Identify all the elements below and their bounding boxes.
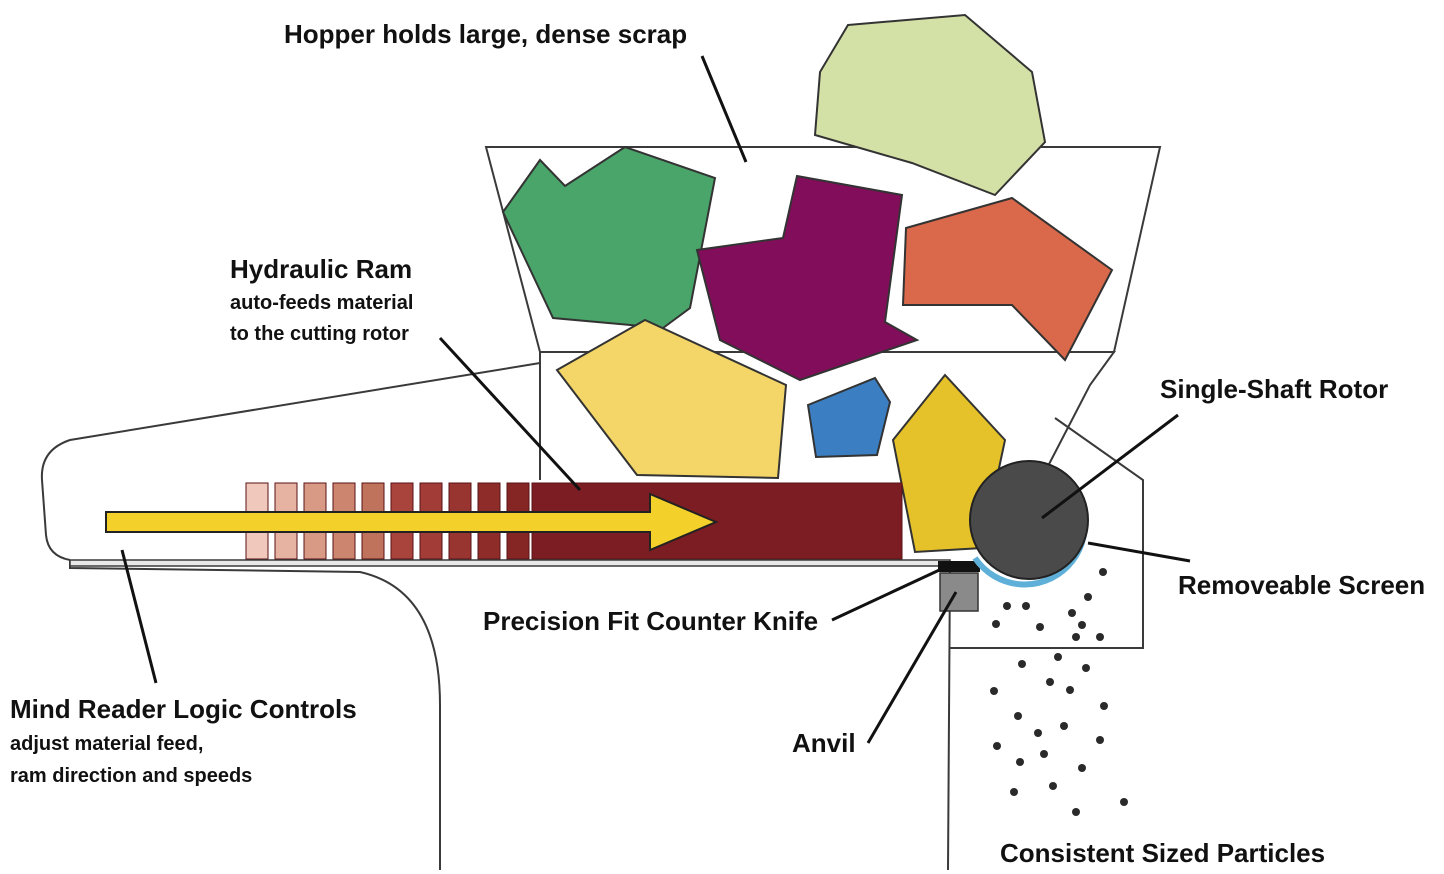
label-ram-line1: auto-feeds material [230, 292, 413, 314]
particle [1100, 702, 1108, 710]
particle [1072, 633, 1080, 641]
leader-line-ram [438, 336, 582, 492]
particle [1054, 653, 1062, 661]
particle [1046, 678, 1054, 686]
leader-line-rotor [1041, 413, 1179, 520]
particle [1040, 750, 1048, 758]
particle [1096, 633, 1104, 641]
label-counter-knife: Precision Fit Counter Knife [483, 606, 818, 636]
particle [1022, 602, 1030, 610]
particle [1066, 686, 1074, 694]
leader-lines [120, 55, 1191, 744]
anvil [939, 572, 979, 612]
label-screen: Removeable Screen [1178, 570, 1425, 600]
scrap-piece-blue [806, 376, 892, 459]
discharge-chamber-outline [950, 417, 1144, 649]
counter-knife [938, 561, 980, 572]
label-particles: Consistent Sized Particles [1000, 838, 1325, 868]
particle [1078, 621, 1086, 629]
leader-line-anvil [866, 591, 958, 744]
label-hopper: Hopper holds large, dense scrap [284, 19, 687, 49]
bed-plate [69, 559, 951, 567]
particles [990, 568, 1128, 816]
feed-direction-arrow-icon [105, 492, 719, 552]
particle [1084, 593, 1092, 601]
particle [993, 742, 1001, 750]
single-shaft-rotor [969, 460, 1089, 580]
label-controls-line1: adjust material feed, [10, 733, 203, 755]
particle [1014, 712, 1022, 720]
label-controls-title: Mind Reader Logic Controls [10, 694, 357, 724]
particle [1018, 660, 1026, 668]
particle [1016, 758, 1024, 766]
leader-line-controls [120, 549, 158, 684]
particle [1010, 788, 1018, 796]
scrap-piece-purple [695, 174, 920, 382]
scrap-piece-light-yellow [555, 318, 788, 480]
particle [1072, 808, 1080, 816]
label-controls-line2: ram direction and speeds [10, 765, 252, 787]
particle [990, 687, 998, 695]
label-anvil: Anvil [792, 728, 856, 758]
particle [1078, 764, 1086, 772]
particle [1099, 568, 1107, 576]
machine-base-outline [69, 561, 952, 871]
label-rotor: Single-Shaft Rotor [1160, 374, 1388, 404]
particle [992, 620, 1000, 628]
particle [1036, 623, 1044, 631]
particle [1003, 602, 1011, 610]
particle [1068, 609, 1076, 617]
leader-line-hopper [700, 55, 748, 163]
scrap-piece-orange [901, 196, 1114, 362]
particle [1096, 736, 1104, 744]
label-ram-line2: to the cutting rotor [230, 323, 409, 345]
particle [1060, 722, 1068, 730]
leader-line-screen [1087, 541, 1191, 563]
particle [1034, 729, 1042, 737]
particle [1120, 798, 1128, 806]
leader-line-counter-knife [831, 564, 949, 622]
scrap-piece-light-green [813, 13, 1047, 197]
scrap-piece-green [501, 145, 717, 330]
control-housing-outline [40, 362, 541, 561]
particle [1049, 782, 1057, 790]
particle [1082, 664, 1090, 672]
label-ram-title: Hydraulic Ram [230, 254, 412, 284]
